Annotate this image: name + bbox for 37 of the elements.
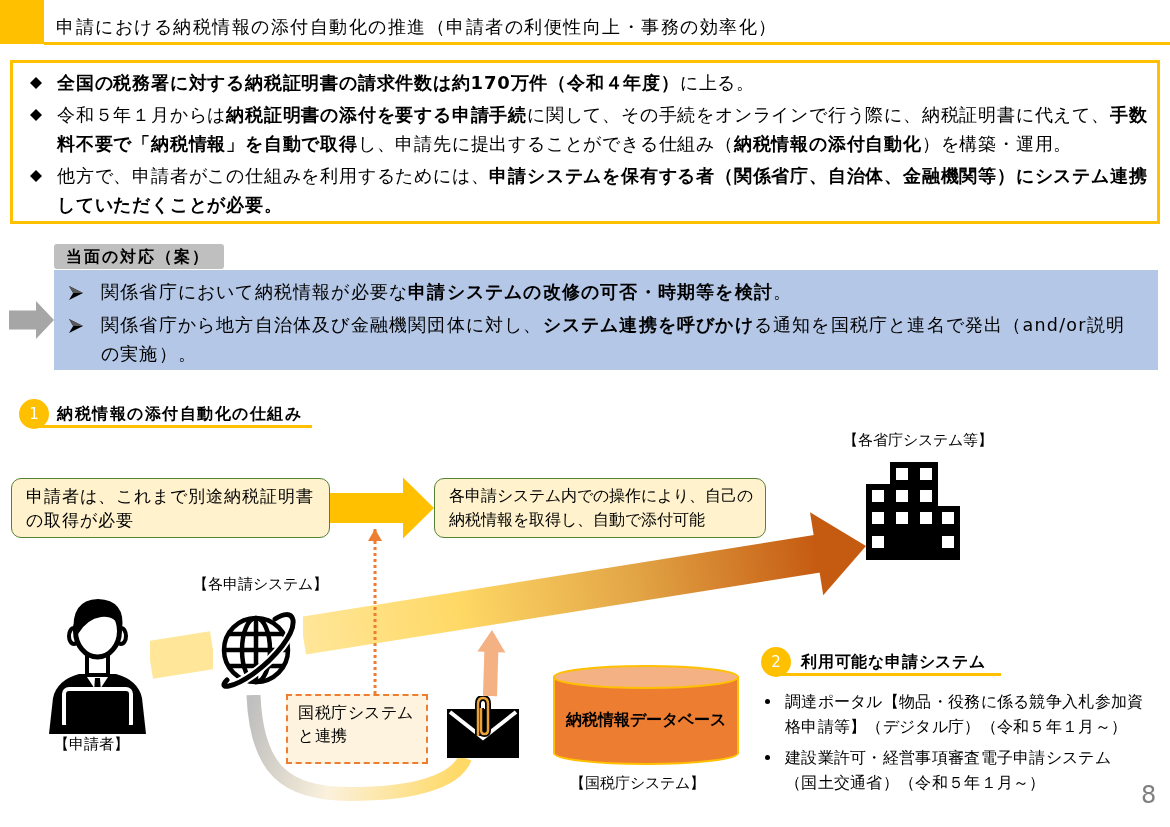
node-caption: 【各申請システム】 (193, 574, 328, 595)
envelope-icon (447, 696, 519, 758)
action-panel (54, 270, 1158, 370)
node-text: 2 (771, 653, 781, 671)
building-icon (866, 462, 960, 560)
list-text: 調達ポータル【物品・役務に係る競争入札参加資格申請等】（デジタル庁）（令和５年１月～） (785, 692, 1144, 736)
section-heading: 納税情報の添付自動化の仕組み (57, 403, 302, 425)
block-arrow (477, 629, 506, 697)
bullet-text: 他方で、申請者がこの仕組みを利用するためには、申請システムを保有する者（関係省庁、自治体、金融機関等）にシステム連携していただくことが必要。 (57, 165, 1148, 215)
node-text: 申請者は、これまで別途納税証明書の取得が必要 (26, 486, 314, 530)
block-arrow (330, 477, 434, 539)
number-circle (761, 647, 791, 677)
node-caption: 【申請者】 (54, 734, 129, 755)
node-text: 当面の対応（案） (66, 247, 210, 266)
node-text: 1 (29, 405, 39, 423)
node-caption: 【国税庁システム】 (570, 773, 705, 794)
wide-band (150, 631, 213, 679)
dashed-box (286, 694, 428, 764)
bullet-text: 関係省庁において納税情報が必要な申請システムの改修の可否・時期等を検討。 (101, 282, 793, 302)
bullet-text: 全国の税務署に対する納税証明書の請求件数は約170万件（令和４年度）に上る。 (57, 72, 755, 93)
node-text: 各申請システム内での操作により、自己の納税情報を取得し、自動で添付可能 (449, 486, 753, 529)
block-arrow (9, 301, 54, 339)
section-heading: 利用可能な申請システム (801, 651, 986, 673)
node-text: 国税庁システムと連携 (298, 703, 414, 745)
heading-tab (54, 244, 224, 269)
summary-panel (10, 60, 1160, 224)
node-caption: 【各省庁システム等】 (843, 430, 993, 451)
list-text: 建設業許可・経営事項審査電子申請システム（国土交通省）（令和５年１月～） (785, 748, 1111, 792)
callout-box (434, 478, 766, 538)
page-title: 申請における納税情報の添付自動化の推進（申請者の利便性向上・事務の効率化） (56, 15, 778, 39)
dotted-arrow (368, 529, 382, 694)
page-number: 8 (1141, 781, 1157, 809)
node-text: 納税情報データベース (566, 710, 726, 729)
number-circle (19, 399, 49, 429)
bullet-text: 関係省庁から地方自治体及び金融機関団体に対し、システム連携を呼びかける通知を国税庁と連名で発出（and/or説明の実施）。 (101, 315, 1125, 364)
bullet-text: 令和５年１月からは納税証明書の添付を要する申請手続に関して、その手続をオンラインで行う際に、納税証明書に代えて、手数料不要で「納税情報」を自動で取得し、申請先に提出することができる仕組み（納税情報の添付自動化）を構築・運用。 (57, 104, 1148, 154)
callout-box (11, 478, 330, 538)
